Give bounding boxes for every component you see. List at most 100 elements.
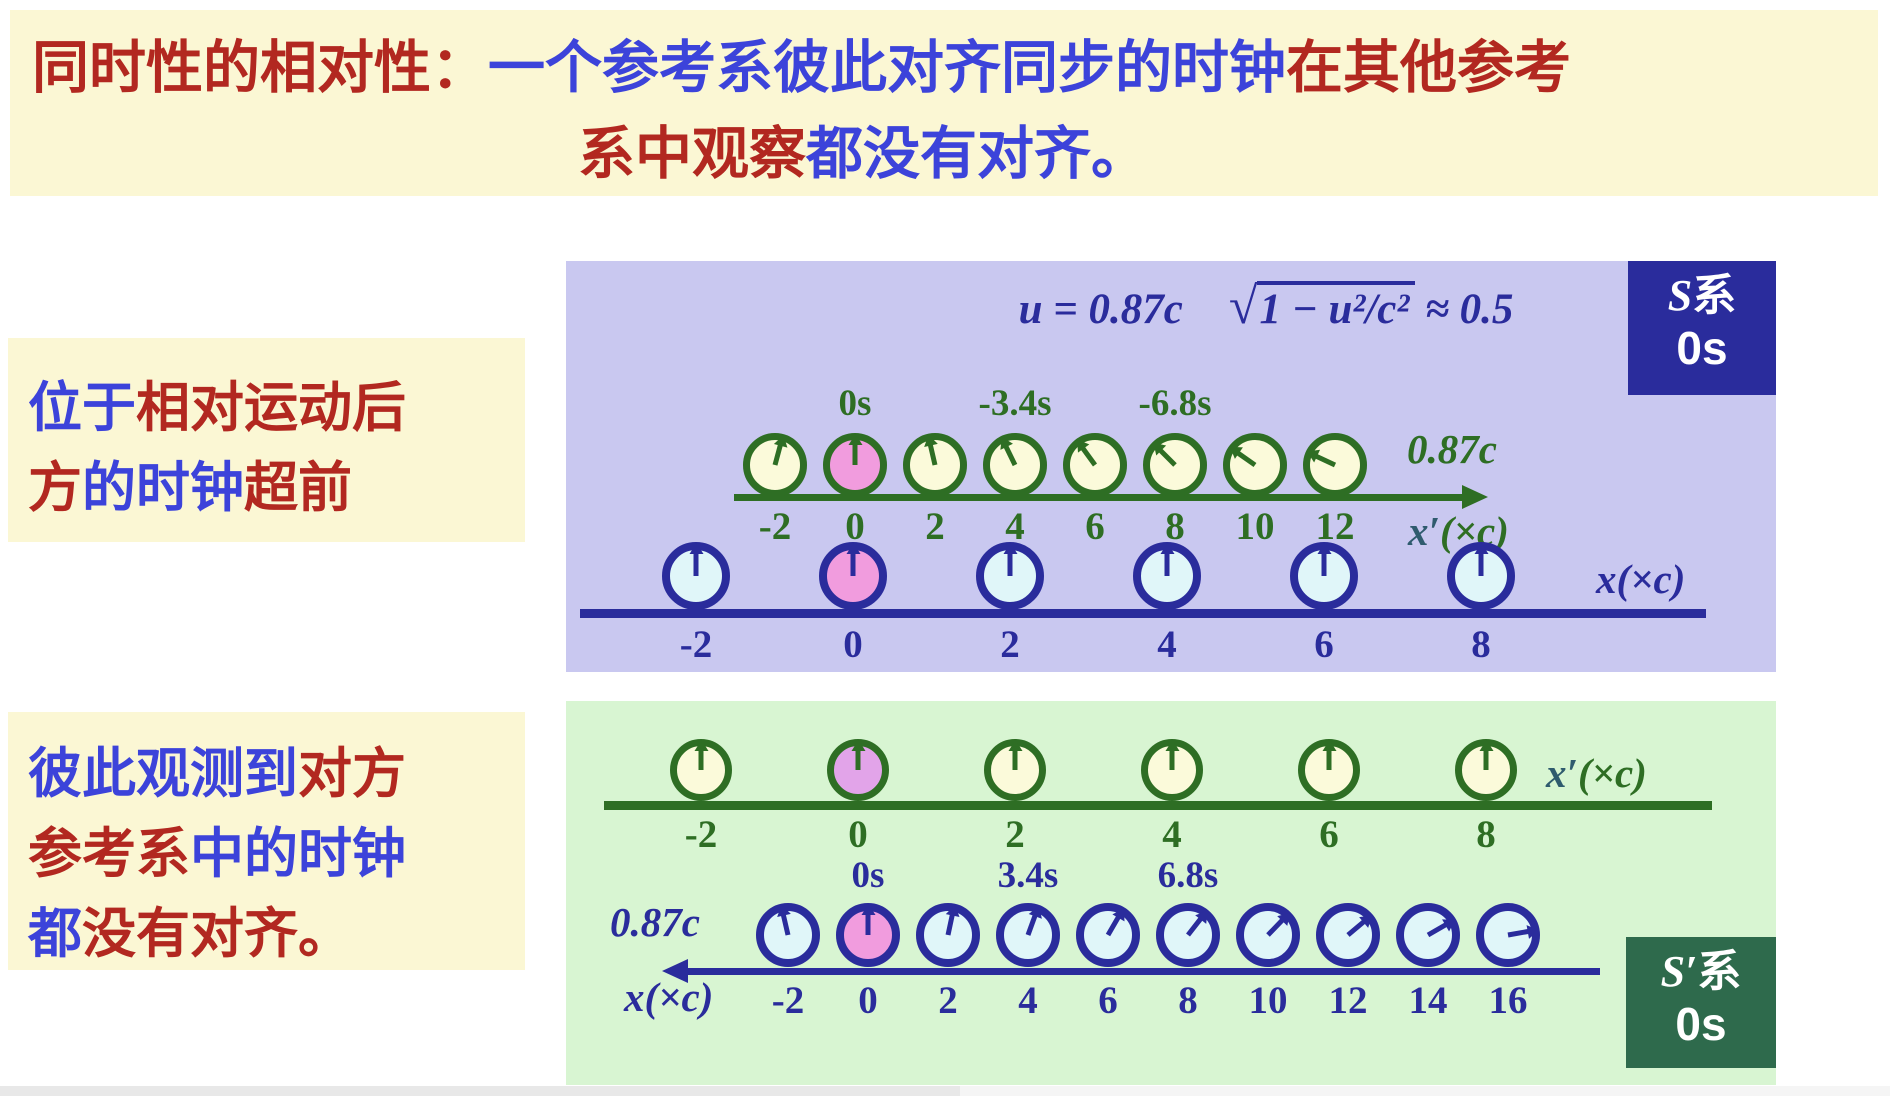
text-segment: 相对运动后	[136, 377, 406, 438]
clock-hand	[850, 553, 856, 576]
axis-label-prime: x′	[1408, 508, 1441, 554]
text-segment: 彼此观测到	[28, 743, 298, 804]
note-mutual: 彼此观测到对方 参考系中的时钟 都没有对齐。	[8, 712, 525, 970]
note-line: 都没有对齐。	[28, 888, 525, 968]
frame-letter: S′	[1660, 947, 1698, 996]
tick-label: -2	[758, 505, 792, 548]
axis-line	[734, 493, 1464, 501]
time-label: 0s	[838, 383, 872, 424]
tick-label: 2	[925, 505, 945, 548]
tick-label: 0	[845, 505, 865, 548]
clock-hand	[1007, 553, 1013, 576]
text-segment: 都没有对齐。	[806, 122, 1148, 186]
note-rear-clock: 位于相对运动后 方的时钟超前	[8, 338, 525, 542]
clock-hand	[1186, 916, 1203, 937]
s-frame-badge: S系 0s	[1628, 261, 1776, 395]
clock-hand	[1105, 915, 1121, 937]
clock-hand	[772, 444, 783, 466]
clock	[743, 433, 807, 497]
formula-result: ≈ 0.5	[1425, 286, 1514, 333]
time-label: 3.4s	[997, 855, 1059, 896]
axis-label: x(×c)	[1596, 556, 1686, 602]
time-label: 6.8s	[1157, 855, 1219, 896]
bottom-strip	[0, 1086, 960, 1096]
clock-hand	[927, 443, 938, 466]
axis-line	[604, 800, 1712, 810]
clock	[670, 739, 732, 801]
axis-label: x′(×c)	[1408, 511, 1509, 552]
clock-hand	[1507, 928, 1530, 938]
tick-label: 2	[938, 979, 958, 1022]
tick-label: 4	[1005, 505, 1025, 548]
clock-hand	[780, 913, 791, 936]
clock-hand	[1426, 922, 1448, 938]
tick-label: 10	[1248, 979, 1288, 1022]
clock	[836, 903, 900, 967]
tick-label: 2	[1000, 623, 1020, 666]
text-segment: 方	[28, 457, 82, 518]
tick-label: 6	[1319, 813, 1339, 856]
clock	[1455, 739, 1517, 801]
clock-hand	[1478, 553, 1484, 576]
tick-label: 4	[1157, 623, 1177, 666]
clock	[1298, 739, 1360, 801]
clock-hand	[1346, 919, 1366, 937]
note-line: 彼此观测到对方	[28, 728, 525, 808]
tick-label: 6	[1314, 623, 1334, 666]
clock	[984, 739, 1046, 801]
axis-line	[686, 967, 1600, 975]
text-segment: 系中观察	[578, 122, 806, 186]
text-segment: 都	[28, 903, 82, 964]
s-frame-badge-name: S系	[1628, 271, 1776, 322]
axis-label-unit: (×c)	[1578, 750, 1647, 796]
s-frame-badge-time: 0s	[1676, 321, 1728, 374]
sp-frame-badge: S′系 0s	[1626, 937, 1776, 1068]
tick-label: 8	[1476, 813, 1496, 856]
clock-hand	[1326, 750, 1332, 770]
note-line: 参考系中的时钟	[28, 808, 525, 888]
text-segment: 没有对齐。	[82, 903, 352, 964]
clock	[1223, 433, 1287, 497]
clock-hand	[693, 553, 699, 576]
clock-hand	[865, 914, 871, 935]
text-segment: 位于	[28, 377, 136, 438]
tick-label: 8	[1165, 505, 1185, 548]
clock-hand	[945, 913, 955, 936]
clock-hand	[1158, 448, 1177, 467]
clock	[1316, 903, 1380, 967]
note-line: 位于相对运动后	[28, 362, 525, 442]
clock	[1447, 542, 1515, 610]
clock	[756, 903, 820, 967]
clock-hand	[1164, 553, 1170, 576]
sqrt-symbol: √	[1228, 278, 1258, 335]
title-line-2: 系中观察都没有对齐。	[578, 126, 1148, 183]
tick-label: 0	[858, 979, 878, 1022]
clock	[827, 739, 889, 801]
frame-letter: S	[1667, 271, 1693, 320]
clock	[1303, 433, 1367, 497]
frame-suffix: 系	[1697, 947, 1742, 996]
clock-hand	[1012, 750, 1018, 770]
clock-hand	[1003, 445, 1018, 467]
clock-hand	[1266, 918, 1285, 937]
text-segment: 超前	[244, 457, 352, 518]
text-segment: 的时钟	[82, 457, 244, 518]
text-segment: 在其他参考	[1286, 36, 1571, 100]
tick-label: 8	[1178, 979, 1198, 1022]
title-line-1: 同时性的相对性：一个参考系彼此对齐同步的时钟在其他参考	[32, 40, 1571, 97]
clock	[823, 433, 887, 497]
time-label: -3.4s	[978, 383, 1052, 424]
note-line: 方的时钟超前	[28, 442, 525, 522]
tick-label: -2	[684, 813, 718, 856]
clock-hand	[1080, 446, 1098, 467]
clock-hand	[1236, 450, 1257, 468]
tick-label: 0	[843, 623, 863, 666]
clock-hand	[852, 444, 858, 465]
sp-frame-badge-name: S′系	[1626, 947, 1776, 998]
clock-hand	[1321, 553, 1327, 576]
clock-hand	[1314, 453, 1337, 468]
clock	[1063, 433, 1127, 497]
